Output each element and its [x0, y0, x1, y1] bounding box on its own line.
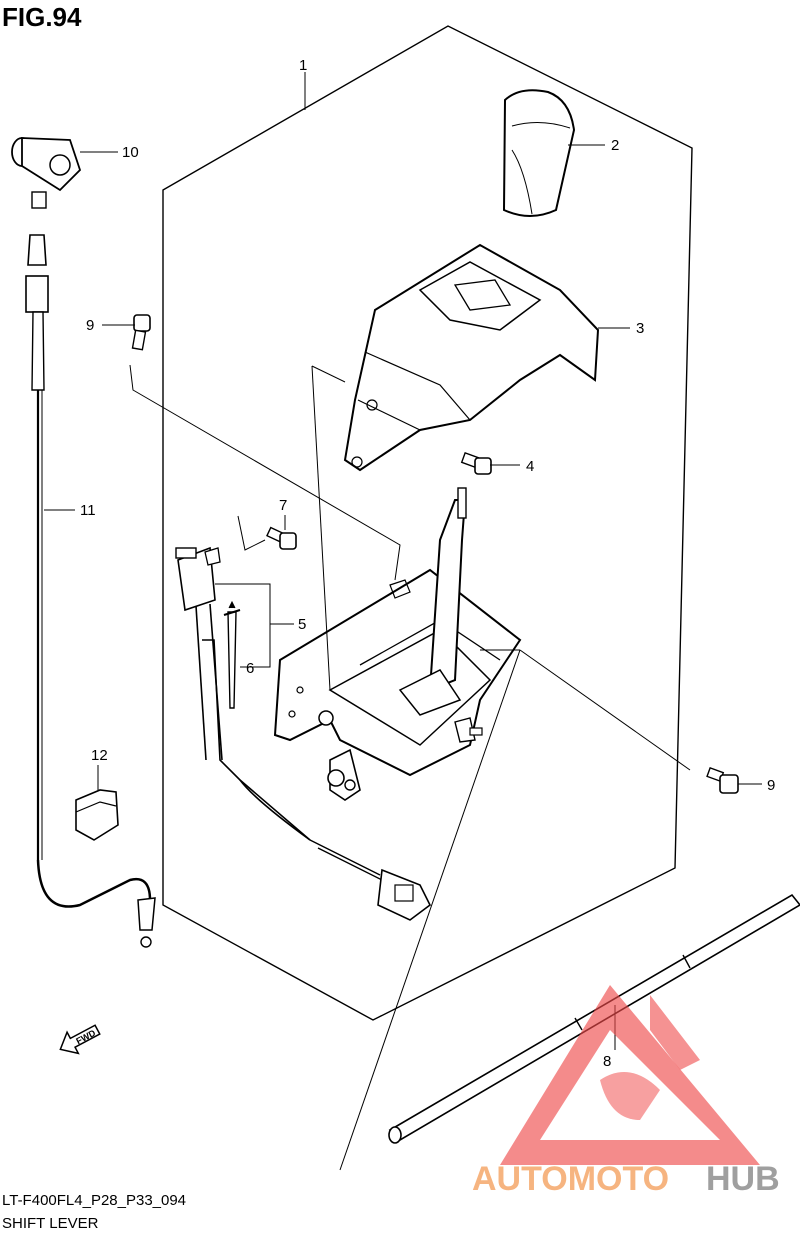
- watermark-text-part2: HUB: [706, 1160, 780, 1198]
- lever-cover: [343, 243, 600, 472]
- callout-9-left: 9: [86, 317, 94, 334]
- cable-boot: [75, 789, 119, 841]
- callout-8: 8: [603, 1053, 611, 1070]
- figure-title: FIG.94: [2, 2, 82, 32]
- callout-6: 6: [246, 660, 254, 677]
- bolt-4: [460, 452, 492, 475]
- bolt-7: [266, 526, 297, 550]
- cable-joint: [11, 137, 82, 209]
- shift-knob: [502, 89, 576, 217]
- callout-3: 3: [636, 320, 644, 337]
- callout-9-right: 9: [767, 777, 775, 794]
- lever-bracket: [273, 487, 522, 801]
- fwd-arrow: FWD: [59, 1024, 101, 1055]
- bolt-9-left: [131, 314, 151, 351]
- callout-1: 1: [299, 57, 307, 74]
- watermark-logo: [500, 985, 760, 1165]
- assembly-leader-lines: [129, 364, 691, 1171]
- cable-tie: [223, 600, 241, 709]
- watermark-text-part1: AUTOMOTO: [472, 1160, 669, 1198]
- callout-5: 5: [298, 616, 306, 633]
- callout-10: 10: [122, 144, 139, 161]
- callout-bracket-5-6: [215, 583, 294, 668]
- figure-name: SHIFT LEVER: [2, 1215, 99, 1232]
- callout-7: 7: [279, 497, 287, 514]
- callout-11: 11: [80, 502, 96, 519]
- neutral-switch: [175, 546, 432, 921]
- bolt-9-right: [706, 767, 739, 794]
- figure-code: LT-F400FL4_P28_P33_094: [2, 1192, 187, 1209]
- callout-12: 12: [91, 747, 108, 764]
- callout-2: 2: [611, 137, 619, 154]
- shift-cable: [25, 234, 156, 948]
- callout-leaders: [44, 72, 762, 1050]
- assembly-outline: [162, 25, 693, 1021]
- callout-4: 4: [526, 458, 534, 475]
